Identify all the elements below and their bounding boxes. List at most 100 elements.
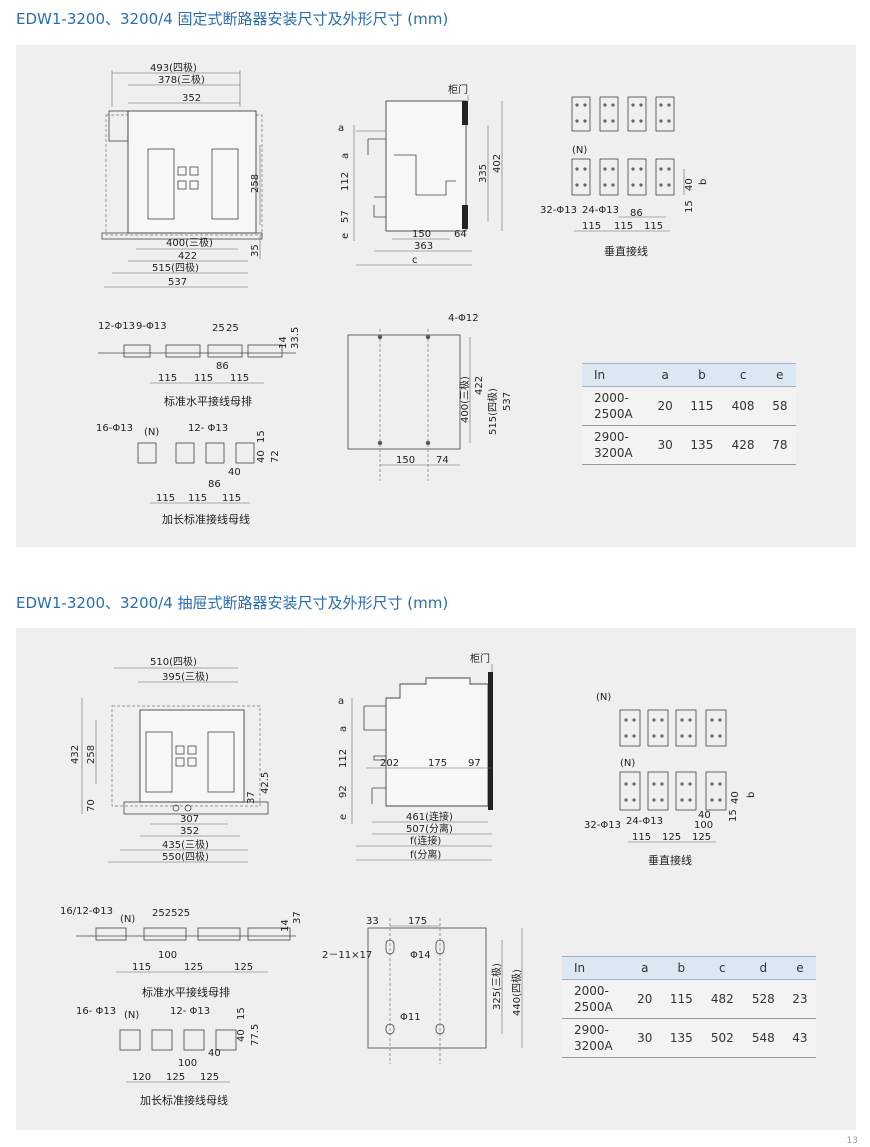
dim-125b: 125 <box>692 832 711 843</box>
spec-table-fixed: In a b c e 2000- 2500A 20 115 408 58 290… <box>582 363 796 465</box>
dim-400: 400(三极) <box>166 236 213 249</box>
dim-100: 100 <box>178 1058 197 1069</box>
dim-115c: 115 <box>230 373 249 384</box>
label-door: 柜门 <box>448 83 468 96</box>
dim-150: 150 <box>412 229 431 240</box>
drawout-drawings: 510(四极) 395(三极) 432 258 70 37 42.5 307 3… <box>60 652 757 1107</box>
dim-40b: 40 <box>208 1048 221 1059</box>
hole-2x11x17: 2－11×17 <box>322 950 372 961</box>
col-e: e <box>763 363 796 387</box>
drawout-vertical-wiring: (N) (N) 32-Φ13 24-Φ13 40 b 15 40 100 115… <box>584 692 757 867</box>
dim-37: 37 <box>292 911 303 924</box>
dim-252525: 252525 <box>152 908 190 919</box>
dim-125b: 125 <box>200 1072 219 1083</box>
drawout-extended-busbar: 16- Φ13 (N) 12- Φ13 15 40 77.5 100 40 12… <box>76 1006 261 1107</box>
dim-112: 112 <box>338 749 349 768</box>
dim-115b: 115 <box>194 373 213 384</box>
dim-100: 100 <box>694 820 713 831</box>
label-door: 柜门 <box>470 652 490 665</box>
col-c: c <box>701 956 743 980</box>
dim-120: 120 <box>132 1072 151 1083</box>
dim-72: 72 <box>270 450 281 463</box>
fixed-extended-busbar: 16-Φ13 (N) 12- Φ13 15 40 72 40 86 115 11… <box>96 423 281 526</box>
dim-125a: 125 <box>184 962 203 973</box>
dim-325: 325(三极) <box>490 963 503 1010</box>
dim-537: 537 <box>168 277 187 288</box>
fixed-drawings: 493(四极) 378(三极) 352 258 35 400(三极) 422 5… <box>96 61 709 526</box>
dim-115b: 115 <box>188 493 207 504</box>
dim-115a: 115 <box>156 493 175 504</box>
dim-202: 202 <box>380 758 399 769</box>
drawout-horizontal-busbar: 16/12-Φ13 (N) 252525 37 14 100 115 125 1… <box>60 906 303 999</box>
dim-307: 307 <box>180 814 199 825</box>
dim-c: c <box>412 255 418 266</box>
hole-16: 16- Φ13 <box>76 1006 116 1017</box>
dim-b: b <box>698 179 709 185</box>
col-b: b <box>660 956 702 980</box>
dim-115c: 115 <box>222 493 241 504</box>
page-number: 13 <box>846 1136 858 1146</box>
label-n: (N) <box>120 914 135 925</box>
dim-100: 100 <box>158 950 177 961</box>
hole-4: 4-Φ12 <box>448 313 479 324</box>
table-row: 2900- 3200A 30 135 502 548 43 <box>562 1018 816 1058</box>
dim-40a: 40 <box>236 1029 247 1042</box>
dim-14: 14 <box>280 919 291 932</box>
caption-ext: 加长标准接线母线 <box>140 1093 228 1107</box>
hole-16: 16-Φ13 <box>96 423 133 434</box>
dim-515: 515(四极) <box>152 261 199 274</box>
drawout-mounting-holes: 33 175 2－11×17 Φ14 Φ11 325(三极) 440(四极) <box>322 916 523 1064</box>
hole-16-12: 16/12-Φ13 <box>60 906 113 917</box>
dim-400: 400(三极) <box>458 376 471 423</box>
dim-15: 15 <box>236 1007 247 1020</box>
drawout-side-view: a a 112 92 e 柜门 202 175 97 461(连接) 507(分… <box>338 652 493 861</box>
dim-493: 493(四极) <box>150 61 197 74</box>
col-a: a <box>628 956 661 980</box>
dim-175: 175 <box>408 916 427 927</box>
hole-32: 32-Φ13 <box>584 820 621 831</box>
caption-hbus: 标准水平接线母排 <box>142 985 230 999</box>
dim-175: 175 <box>428 758 447 769</box>
label-n: (N) <box>144 427 159 438</box>
col-b: b <box>681 363 723 387</box>
dim-a1: a <box>338 123 344 134</box>
dim-402: 402 <box>492 154 503 173</box>
dim-37: 37 <box>246 791 257 804</box>
dim-14: 14 <box>278 336 289 349</box>
dim-115a: 115 <box>582 221 601 232</box>
dim-40a: 40 <box>256 450 267 463</box>
label-n: (N) <box>124 1010 139 1021</box>
hole-9: 9-Φ13 <box>136 321 167 332</box>
dim-352: 352 <box>182 93 201 104</box>
dim-378: 378(三极) <box>158 73 205 86</box>
dim-440: 440(四极) <box>510 969 523 1016</box>
dim-a2: a <box>338 726 349 732</box>
dim-35: 35 <box>250 244 261 257</box>
dim-15: 15 <box>728 809 739 822</box>
hole-12: 12- Φ13 <box>188 423 228 434</box>
dim-40: 40 <box>684 178 695 191</box>
col-in: In <box>582 363 650 387</box>
dim-112: 112 <box>340 172 351 191</box>
dim-86: 86 <box>216 361 229 372</box>
panel-fixed: 493(四极) 378(三极) 352 258 35 400(三极) 422 5… <box>16 45 856 547</box>
dim-74: 74 <box>436 455 449 466</box>
dim-25a: 25 <box>212 323 225 334</box>
fixed-mounting-holes: 4-Φ12 400(三极) 422 515(四极) 537 150 74 <box>347 313 513 481</box>
dim-40b: 40 <box>698 810 711 821</box>
dim-125b: 125 <box>234 962 253 973</box>
fixed-front-view: 493(四极) 378(三极) 352 258 35 400(三极) 422 5… <box>101 61 263 288</box>
caption-hbus: 标准水平接线母排 <box>164 394 252 408</box>
dim-70: 70 <box>86 799 97 812</box>
hole-24: 24-Φ13 <box>582 205 619 216</box>
spec-table-drawout: In a b c d e 2000- 2500A 20 115 482 528 … <box>562 956 816 1058</box>
dim-b: b <box>746 792 757 798</box>
table-row: 2900- 3200A 30 135 428 78 <box>582 425 796 465</box>
dim-a2: a <box>340 153 351 159</box>
dim-92: 92 <box>338 785 349 798</box>
dim-115: 115 <box>132 962 151 973</box>
fixed-side-view: a a 112 57 e 柜门 335 402 150 64 363 c <box>338 83 503 266</box>
dim-33-5: 33.5 <box>290 327 301 349</box>
dim-363: 363 <box>414 241 433 252</box>
hole-24: 24-Φ13 <box>626 816 663 827</box>
